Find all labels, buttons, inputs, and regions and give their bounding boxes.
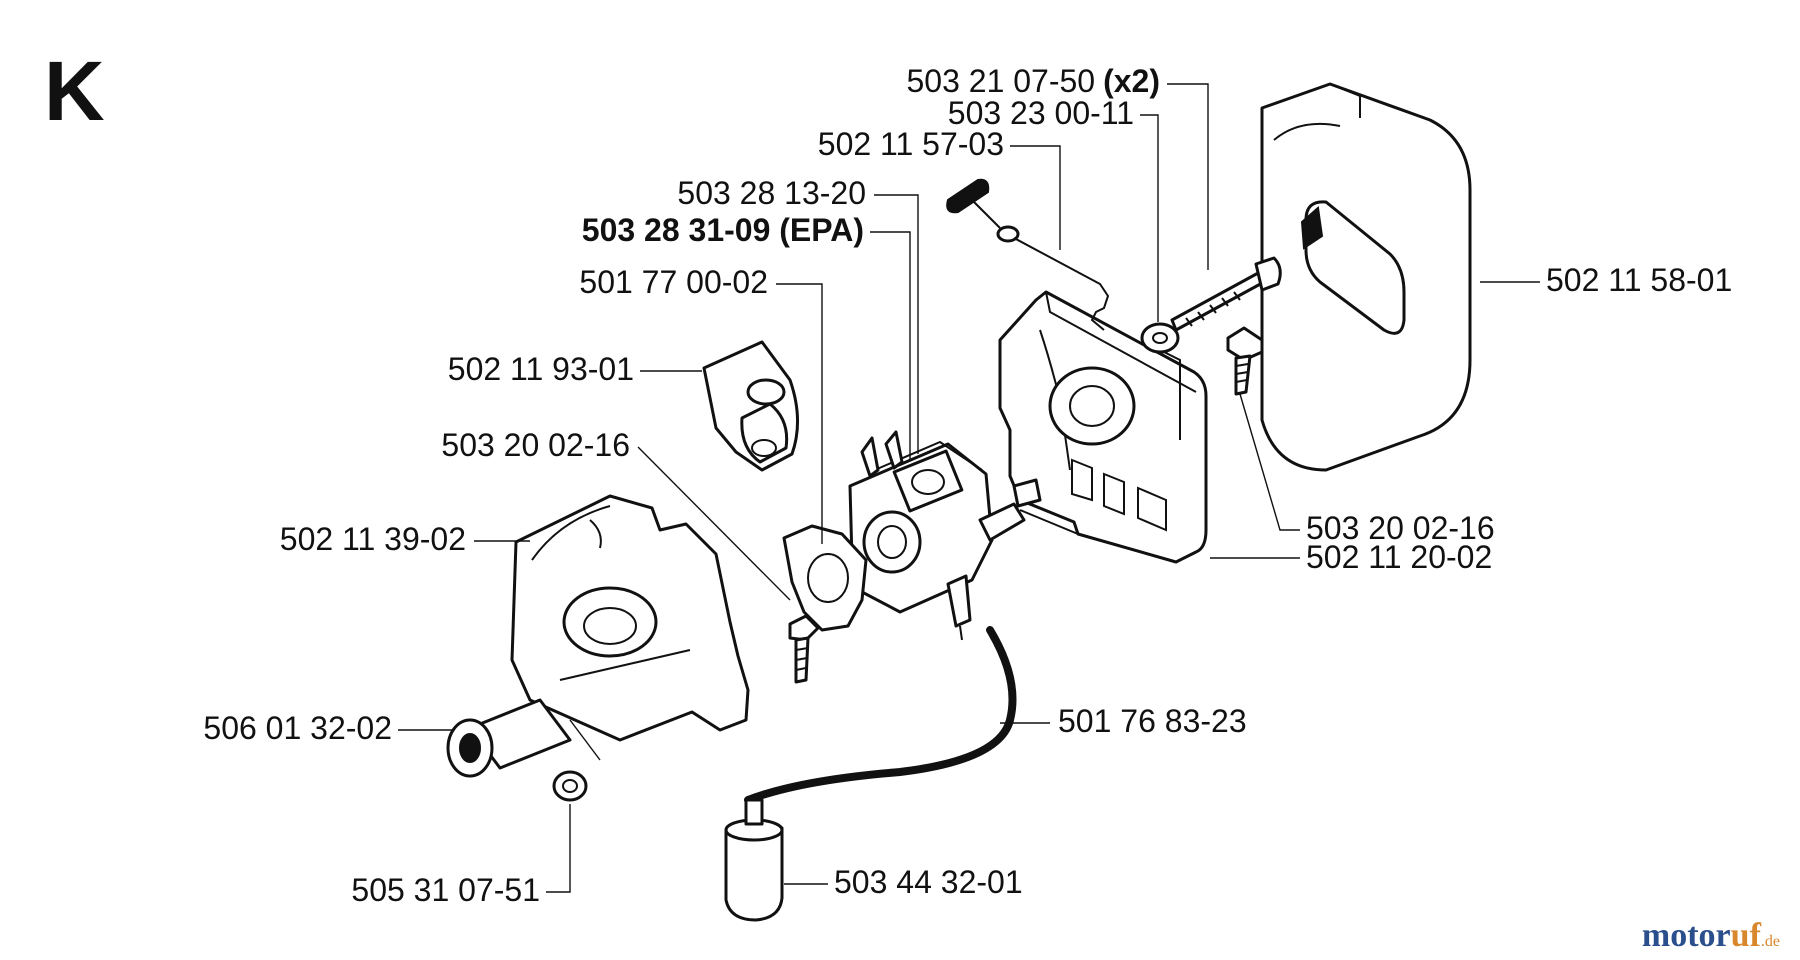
label-fuel-hose: 501 76 83-23	[1058, 703, 1247, 739]
label-bushing: 506 01 32-02	[203, 710, 392, 746]
washer-drawing	[1140, 322, 1180, 354]
label-carburetor: 503 28 13-20	[677, 175, 866, 211]
leader-lines	[398, 83, 1540, 893]
label-choke-rod: 502 11 57-03	[818, 126, 1004, 162]
watermark: motoruf.de	[1642, 917, 1780, 954]
intake-cover-drawing	[702, 340, 800, 472]
label-intake-bellow: 501 77 00-02	[579, 264, 768, 300]
label-carburetor-epa: 503 28 31-09 (EPA)	[582, 212, 864, 248]
sleeve-drawing	[552, 770, 588, 802]
choke-rod-drawing	[946, 178, 1110, 331]
label-screw-right: 503 20 02-16	[1306, 510, 1495, 546]
filter-holder-drawing	[998, 290, 1208, 564]
label-air-filter: 502 11 58-01	[1546, 262, 1732, 298]
label-intake-cover: 502 11 93-01	[448, 351, 634, 387]
label-gasket: 503 20 02-16	[441, 427, 630, 463]
label-fuel-filter: 503 44 32-01	[834, 864, 1023, 900]
label-washer: 503 23 00-11	[948, 95, 1134, 131]
section-letter: K	[44, 44, 105, 138]
gasket-drawing	[782, 524, 868, 632]
bushing-drawing	[446, 698, 572, 778]
carburetor-drawing	[848, 430, 1026, 641]
short-screw-drawing	[1226, 326, 1264, 396]
label-carb-housing: 502 11 39-02	[280, 521, 466, 557]
part-labels: 503 21 07-50(x2) 503 23 00-11 502 11 57-…	[203, 63, 1732, 908]
label-filter-holder: 502 11 20-02	[1306, 539, 1492, 575]
long-screw-drawing	[1170, 256, 1282, 332]
fuel-filter-drawing	[724, 798, 784, 922]
label-sleeve: 505 31 07-51	[351, 872, 540, 908]
fuel-hose-drawing	[744, 626, 1017, 804]
label-screw-x2: 503 21 07-50(x2)	[906, 63, 1160, 99]
carb-housing-drawing	[510, 494, 820, 742]
air-filter-drawing	[1260, 82, 1472, 472]
